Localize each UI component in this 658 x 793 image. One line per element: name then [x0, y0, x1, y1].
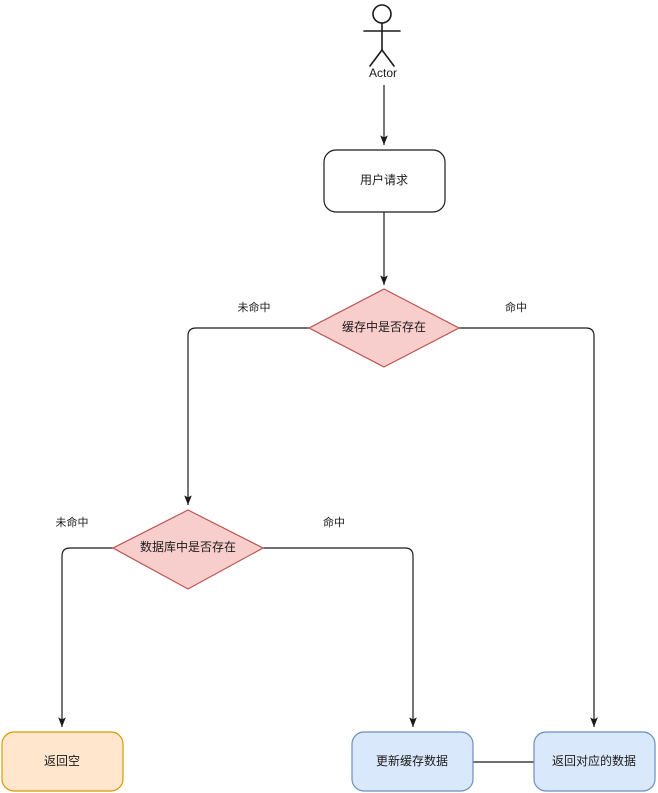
node-db-decision-label: 数据库中是否存在 — [140, 539, 236, 554]
node-user-request-label: 用户请求 — [360, 172, 408, 187]
edge-label-db-miss: 未命中 — [56, 515, 89, 529]
actor-label: Actor — [369, 66, 397, 80]
node-return-empty-label: 返回空 — [44, 754, 80, 768]
node-return-empty-shape[interactable] — [1, 731, 124, 792]
node-return-data[interactable]: 返回对应的数据 — [533, 731, 656, 792]
edge-label-db-hit: 命中 — [323, 515, 345, 529]
edge-cache-hit-to-return-data — [459, 327, 598, 727]
edge-cache-miss-to-db-decision — [184, 327, 309, 505]
node-db-decision-shape[interactable] — [111, 509, 265, 590]
node-cache-decision[interactable]: 缓存中是否存在 — [307, 288, 461, 368]
node-cache-decision-shape[interactable] — [307, 288, 461, 368]
node-return-data-shape[interactable] — [533, 731, 656, 792]
node-user-request-shape[interactable] — [323, 149, 446, 213]
edge-db-miss-to-return-empty — [58, 547, 113, 727]
actor-figure: Actor — [363, 4, 401, 80]
node-update-cache-shape[interactable] — [351, 731, 474, 792]
edge-label-cache-hit: 命中 — [505, 300, 527, 314]
node-update-cache[interactable]: 更新缓存数据 — [351, 731, 474, 792]
edge-label-cache-miss: 未命中 — [238, 300, 271, 314]
edge-db-hit-to-update-cache — [263, 547, 417, 727]
node-db-decision[interactable]: 数据库中是否存在 — [111, 509, 265, 590]
node-return-empty[interactable]: 返回空 — [1, 731, 124, 792]
actor-leg-right-icon — [381, 49, 395, 67]
node-return-data-label: 返回对应的数据 — [552, 753, 636, 768]
actor-head-icon — [372, 4, 392, 24]
node-cache-decision-label: 缓存中是否存在 — [342, 319, 426, 334]
node-update-cache-label: 更新缓存数据 — [376, 753, 448, 768]
node-user-request[interactable]: 用户请求 — [323, 149, 446, 213]
actor-leg-left-icon — [369, 49, 383, 67]
